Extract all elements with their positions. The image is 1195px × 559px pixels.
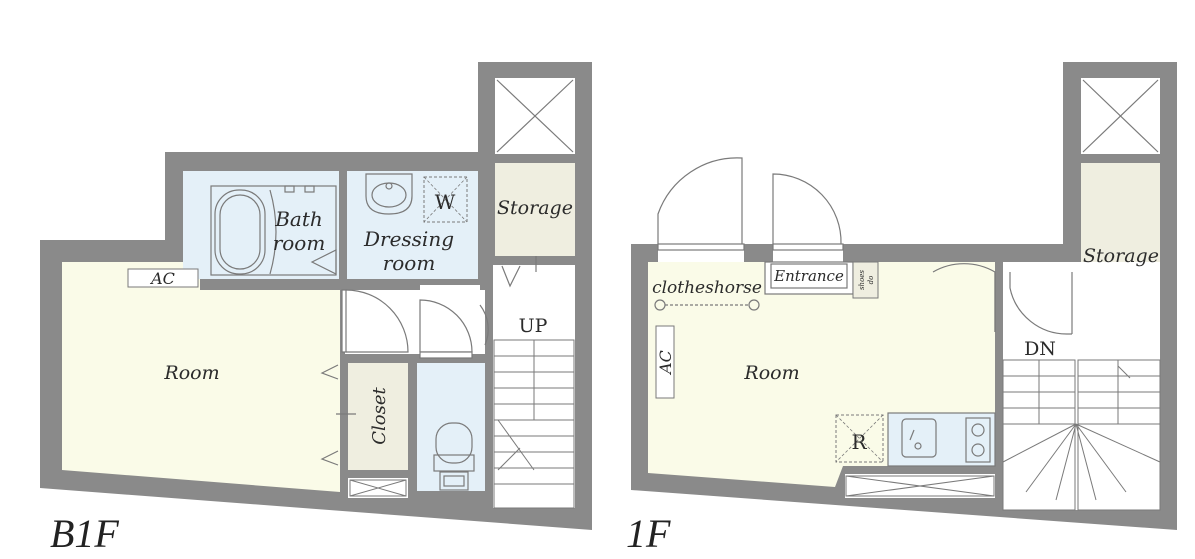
b1f-toilet-icon xyxy=(433,422,475,491)
f1-shoes-label-2: do xyxy=(867,276,875,285)
b1f-stairs-label: UP xyxy=(519,315,548,337)
b1f-shaft-icon xyxy=(496,79,574,153)
f1-stairs-label: DN xyxy=(1024,338,1056,360)
b1f-doors xyxy=(320,256,537,466)
b1f-underfloor-icon xyxy=(349,479,407,497)
b1f-plan: Room AC Bath room Dressing room W Storag… xyxy=(40,62,592,556)
f1-entrance-floor xyxy=(765,262,853,294)
f1-shaft-icon xyxy=(1082,79,1159,153)
f1-ac-label: AC xyxy=(656,350,675,376)
f1-storage-label: Storage xyxy=(1083,245,1159,267)
b1f-dressing-label-2: room xyxy=(383,251,436,275)
b1f-bathtub-icon xyxy=(210,185,337,276)
f1-shoes-box xyxy=(852,261,879,299)
b1f-washer-diagonals xyxy=(423,176,468,223)
b1f-stairs xyxy=(493,339,575,509)
f1-entrance-label: Entrance xyxy=(773,267,844,285)
b1f-sink-icon xyxy=(365,173,413,215)
f1-ac-box xyxy=(655,325,675,399)
f1-clotheshorse-icon xyxy=(654,299,760,311)
b1f-ac-label: AC xyxy=(149,269,175,288)
f1-clotheshorse-label: clotheshorse xyxy=(652,278,762,298)
b1f-washer-icon xyxy=(423,176,468,223)
f1-plan: Room clotheshorse Entrance shoes do AC R… xyxy=(626,62,1177,556)
b1f-ac-box xyxy=(127,268,199,288)
b1f-door-gap xyxy=(420,285,480,295)
b1f-storage-floor xyxy=(495,163,575,256)
f1-stair-floor xyxy=(1003,262,1160,510)
b1f-bath-label-1: Bath xyxy=(274,207,323,231)
f1-stairs xyxy=(1002,359,1161,511)
f1-floor-label: 1F xyxy=(626,511,671,556)
b1f-closet-floor xyxy=(348,363,408,470)
b1f-room-floor xyxy=(62,262,340,492)
b1f-storage-label: Storage xyxy=(497,197,573,219)
f1-kitchen-icon xyxy=(887,412,996,467)
b1f-room-label: Room xyxy=(163,362,219,384)
b1f-closet-label: Closet xyxy=(369,386,390,444)
f1-fridge-icon xyxy=(835,414,884,463)
f1-underfloor-icon xyxy=(845,475,995,497)
b1f-dressing-label-1: Dressing xyxy=(363,227,454,251)
b1f-floor-label: B1F xyxy=(50,511,119,556)
f1-shoes-label-1: shoes xyxy=(858,270,866,290)
f1-doors xyxy=(932,263,1073,335)
b1f-bath-label-2: room xyxy=(273,231,326,255)
f1-entrance-doors xyxy=(657,157,854,295)
f1-fridge-diagonals xyxy=(835,414,884,463)
f1-room-label: Room xyxy=(743,362,799,384)
b1f-hall-floor xyxy=(345,290,485,354)
b1f-washer-label: W xyxy=(435,190,456,214)
f1-kitchen-floor xyxy=(888,413,995,466)
f1-fridge-label: R xyxy=(851,430,867,454)
